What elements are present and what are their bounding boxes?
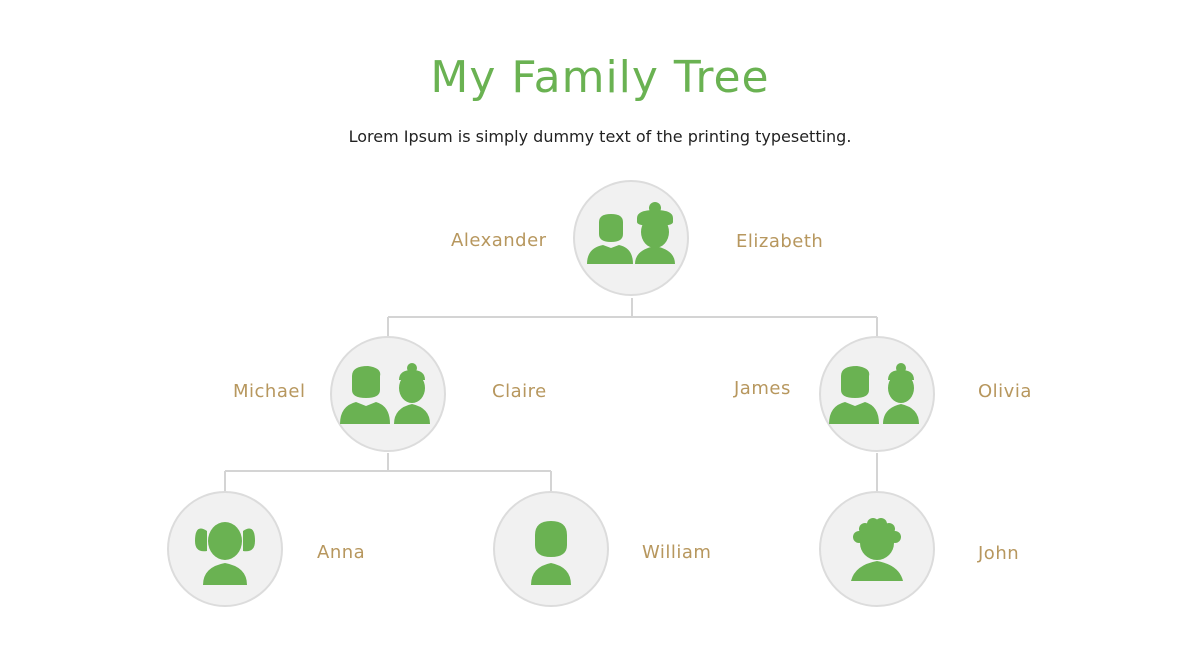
couple-icon — [829, 363, 919, 424]
name-james: James — [734, 378, 791, 399]
connector-grandparents-to-parents — [387, 298, 878, 336]
page-subtitle: Lorem Ipsum is simply dummy text of the … — [348, 127, 852, 146]
page-title: My Family Tree — [430, 52, 770, 103]
couple-icon — [340, 363, 430, 424]
name-william: William — [642, 542, 712, 563]
james-olivia-node[interactable] — [819, 336, 935, 452]
anna-node[interactable] — [167, 491, 283, 607]
connector-michael-to-children — [224, 453, 552, 491]
name-anna: Anna — [317, 542, 366, 563]
name-john: John — [978, 543, 1020, 564]
couple-icon — [587, 202, 675, 264]
name-olivia: Olivia — [978, 381, 1032, 402]
boy-icon — [531, 521, 571, 585]
girl-icon — [195, 522, 255, 585]
william-node[interactable] — [493, 491, 609, 607]
name-elizabeth: Elizabeth — [736, 231, 824, 252]
michael-claire-node[interactable] — [330, 336, 446, 452]
name-alexander: Alexander — [451, 230, 547, 251]
name-claire: Claire — [492, 381, 547, 402]
curly-boy-icon — [851, 518, 903, 581]
name-michael: Michael — [233, 381, 306, 402]
john-node[interactable] — [819, 491, 935, 607]
grandparents-node[interactable] — [573, 180, 689, 296]
